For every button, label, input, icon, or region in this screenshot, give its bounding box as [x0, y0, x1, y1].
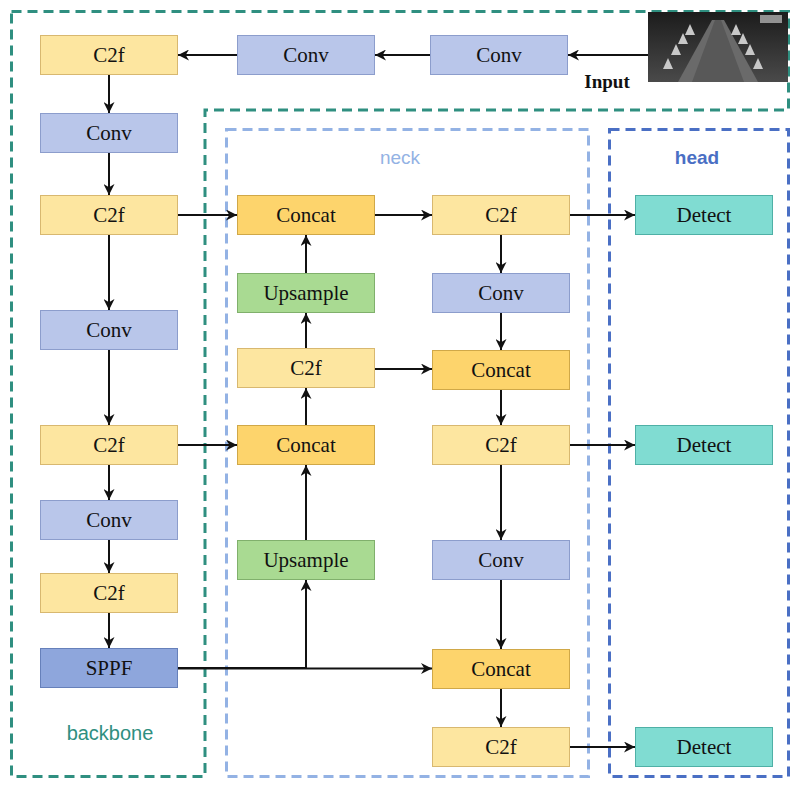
neck-region: ConcatUpsampleC2fConcatUpsampleC2fConvCo… [225, 128, 590, 778]
flow-arrow [178, 214, 237, 216]
block-label: Conv [478, 548, 524, 573]
flow-arrow [305, 235, 307, 273]
region-outline-path [610, 130, 789, 777]
flow-arrow [375, 368, 432, 370]
flow-arrow [178, 54, 237, 56]
flow-arrow [178, 580, 306, 668]
flow-arrow [500, 235, 502, 273]
flow-arrow [108, 75, 110, 113]
flow-arrow [500, 313, 502, 350]
upsample-block: Upsample [237, 273, 375, 313]
block-label: C2f [93, 203, 125, 228]
concat-block: Concat [237, 425, 375, 465]
block-label: Concat [276, 203, 335, 228]
region-label: backbone [67, 722, 154, 745]
block-label: SPPF [86, 656, 133, 681]
block-label: Concat [471, 358, 530, 383]
conv-block: Conv [40, 500, 178, 540]
flow-arrow [500, 465, 502, 540]
detect-block: Detect [635, 195, 773, 235]
block-label: C2f [485, 203, 517, 228]
flow-arrow [178, 444, 237, 446]
flow-arrow [568, 54, 648, 56]
c2f-block: C2f [432, 425, 570, 465]
conv-block: Conv [430, 35, 568, 75]
flow-arrow [108, 153, 110, 195]
head-region: DetectDetectDetecthead [608, 128, 790, 778]
region-outline-path [12, 12, 789, 777]
c2f-block: C2f [40, 573, 178, 613]
concat-block: Concat [432, 350, 570, 390]
block-label: C2f [485, 735, 517, 760]
flow-arrow [108, 350, 110, 425]
block-label: C2f [485, 433, 517, 458]
flow-arrow [500, 689, 502, 727]
c2f-block: C2f [237, 348, 375, 388]
c2f-block: C2f [432, 195, 570, 235]
block-label: Detect [677, 735, 732, 760]
flow-arrow [305, 465, 307, 540]
flow-arrow [570, 444, 635, 446]
region-label: neck [380, 147, 420, 169]
block-label: C2f [93, 43, 125, 68]
block-label: Concat [276, 433, 335, 458]
flow-arrow [500, 390, 502, 425]
backbone-region: C2fConvConvInputConvC2fConvC2fConvC2fSPP… [10, 10, 790, 778]
flow-arrow [305, 388, 307, 425]
block-label: C2f [93, 581, 125, 606]
c2f-block: C2f [40, 195, 178, 235]
block-label: C2f [290, 356, 322, 381]
sppf-block: SPPF [40, 648, 178, 688]
input-image: Input [648, 12, 788, 82]
upsample-block: Upsample [237, 540, 375, 580]
concat-block: Concat [237, 195, 375, 235]
conv-block: Conv [237, 35, 375, 75]
block-label: Upsample [263, 548, 348, 573]
detect-block: Detect [635, 425, 773, 465]
block-label: Conv [86, 318, 132, 343]
flow-arrow [178, 668, 432, 670]
c2f-block: C2f [432, 727, 570, 767]
block-label: Detect [677, 203, 732, 228]
concat-block: Concat [432, 649, 570, 689]
block-label: Conv [478, 281, 524, 306]
flow-arrow [305, 313, 307, 348]
conv-block: Conv [40, 113, 178, 153]
block-label: Conv [476, 43, 522, 68]
c2f-block: C2f [40, 425, 178, 465]
flow-arrow [108, 235, 110, 310]
flow-arrow [500, 580, 502, 649]
c2f-block: C2f [40, 35, 178, 75]
block-label: Concat [471, 657, 530, 682]
region-label: head [675, 147, 719, 169]
block-label: Conv [283, 43, 329, 68]
block-label: Conv [86, 508, 132, 533]
region-outline-path [227, 130, 589, 777]
flow-arrow [108, 465, 110, 500]
flow-arrow [108, 613, 110, 648]
conv-block: Conv [40, 310, 178, 350]
conv-block: Conv [432, 540, 570, 580]
input-label: Input [584, 71, 629, 93]
flow-arrow [375, 54, 430, 56]
block-label: Upsample [263, 281, 348, 306]
block-label: Conv [86, 121, 132, 146]
flow-arrow [108, 540, 110, 573]
block-label: C2f [93, 433, 125, 458]
block-label: Detect [677, 433, 732, 458]
detect-block: Detect [635, 727, 773, 767]
flow-arrow [570, 746, 635, 748]
conv-block: Conv [432, 273, 570, 313]
flow-arrow [375, 214, 432, 216]
conveyor-photo [648, 12, 788, 82]
flow-arrow [570, 214, 635, 216]
